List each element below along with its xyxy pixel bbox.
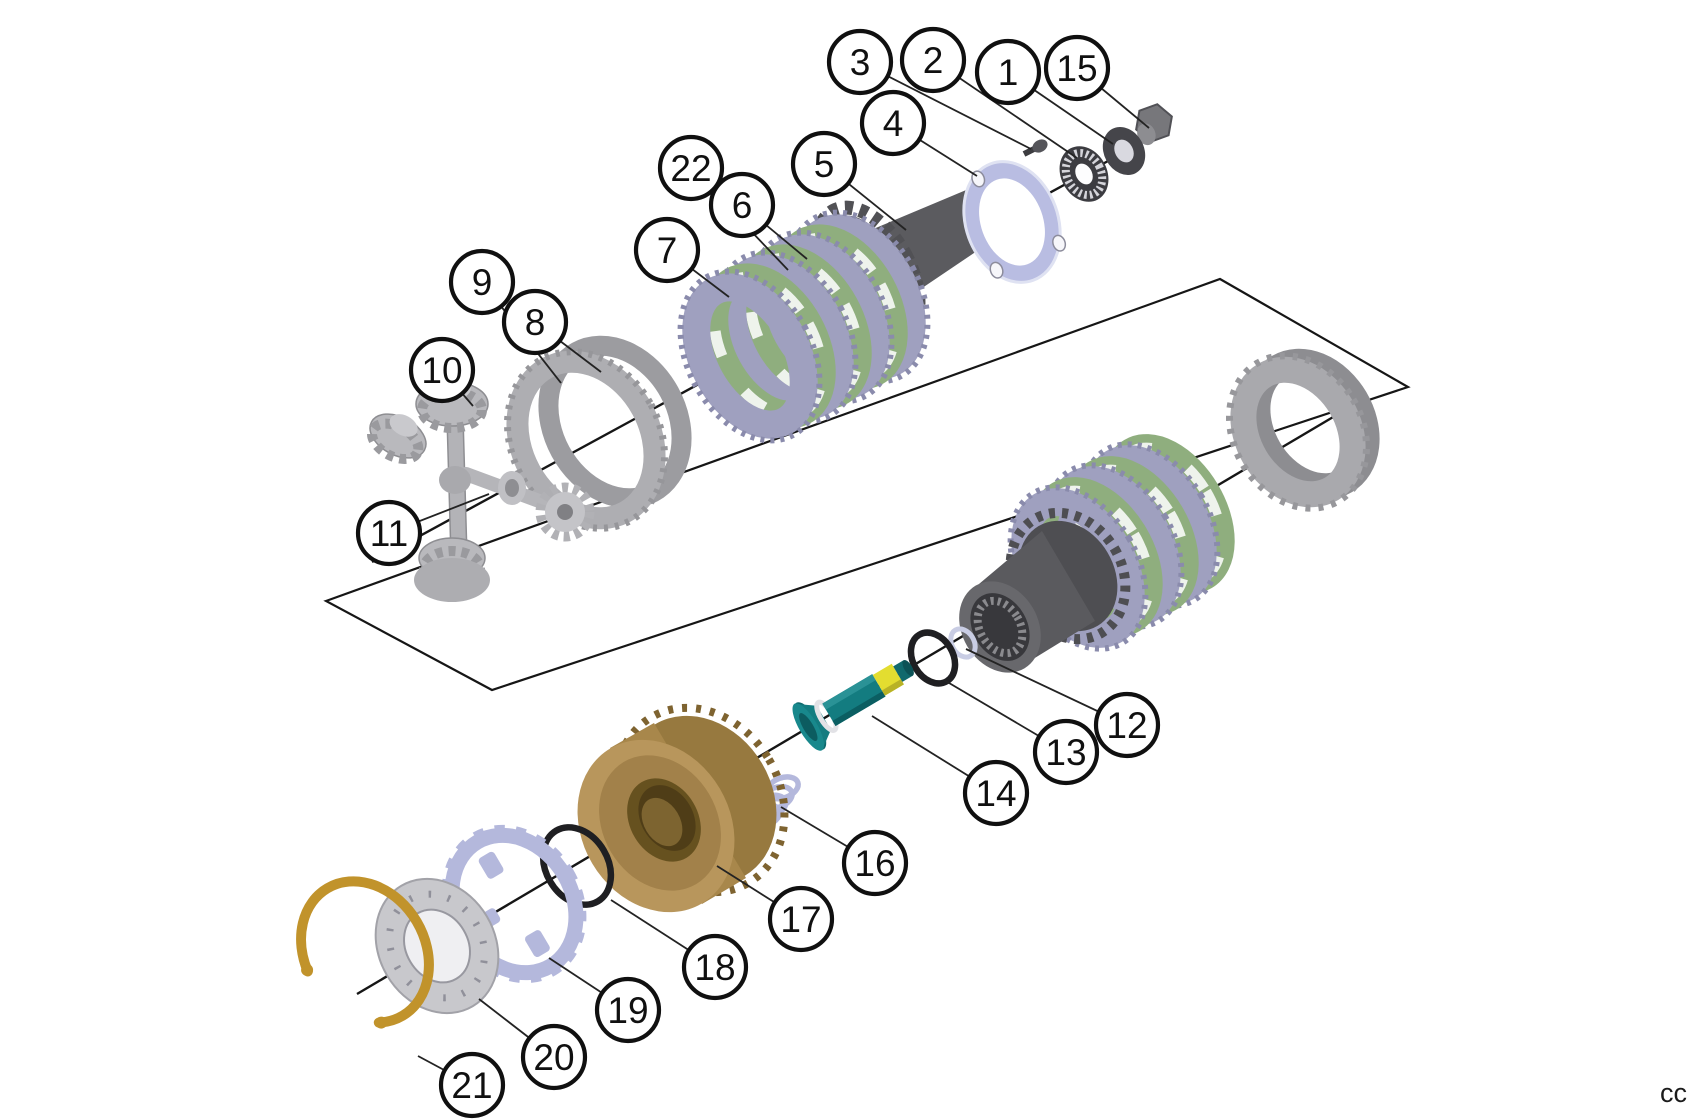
clutch-drum [577,703,789,913]
hub-gear [959,507,1131,673]
callout-label-3: 3 [850,42,871,83]
hex-nut [1135,103,1173,146]
callout-14 [962,759,1030,827]
callout-20 [520,1023,588,1091]
callout-label-12: 12 [1106,705,1147,746]
callout-label-13: 13 [1045,732,1086,773]
splined-ring [1225,348,1380,512]
washer [1102,127,1146,175]
callout-label-15: 15 [1056,48,1097,89]
callout-7 [633,216,701,284]
end-plate [677,268,823,444]
credit-text: cc [1660,1078,1687,1108]
callout-8 [501,288,569,356]
callout-11 [355,499,423,567]
callout-9 [448,248,516,316]
callout-label-16: 16 [854,843,895,884]
callout-6 [708,171,776,239]
callout-label-11: 11 [370,513,408,554]
callout-label-4: 4 [883,103,904,144]
callout-label-19: 19 [607,990,648,1031]
assembly-frame [323,277,1411,692]
callout-5 [790,130,858,198]
valve-shaft [792,659,914,751]
pinion-gear [535,482,595,542]
callout-16 [841,829,909,897]
callout-label-10: 10 [421,350,462,391]
callout-13 [1032,718,1100,786]
callout-10 [408,336,476,404]
callout-4 [859,89,927,157]
clutch-pack-upper [677,209,931,444]
callout-label-14: 14 [975,773,1016,814]
callout-label-5: 5 [814,144,835,185]
callout-label-18: 18 [694,947,735,988]
callout-label-2: 2 [923,40,944,81]
screw [1022,139,1048,157]
callout-label-20: 20 [533,1037,574,1078]
callout-label-1: 1 [998,52,1019,93]
callout-label-22: 22 [670,148,711,189]
callout-17 [767,885,835,953]
callout-label-7: 7 [657,230,678,271]
callout-3 [826,28,894,96]
o-ring-large [539,824,615,908]
callout-19 [594,976,662,1044]
callout-22 [657,134,725,202]
callout-15 [1043,34,1111,102]
callout-label-9: 9 [472,262,493,303]
pinion-gear [414,537,490,602]
thrust-bearing [1059,146,1109,202]
callout-label-17: 17 [780,899,821,940]
pinion-gear [367,413,427,464]
callout-label-21: 21 [451,1065,492,1106]
callout-label-8: 8 [525,302,546,343]
callout-12 [1093,691,1161,759]
hub-bore [970,593,1030,661]
shim-plate [962,160,1067,284]
callout-21 [438,1051,506,1119]
callout-18 [681,933,749,1001]
clutch-hub [504,335,692,532]
o-ring [907,629,959,687]
callout-label-6: 6 [732,185,753,226]
snap-ring [296,876,434,1029]
callout-1 [974,38,1042,106]
callout-2 [899,26,967,94]
